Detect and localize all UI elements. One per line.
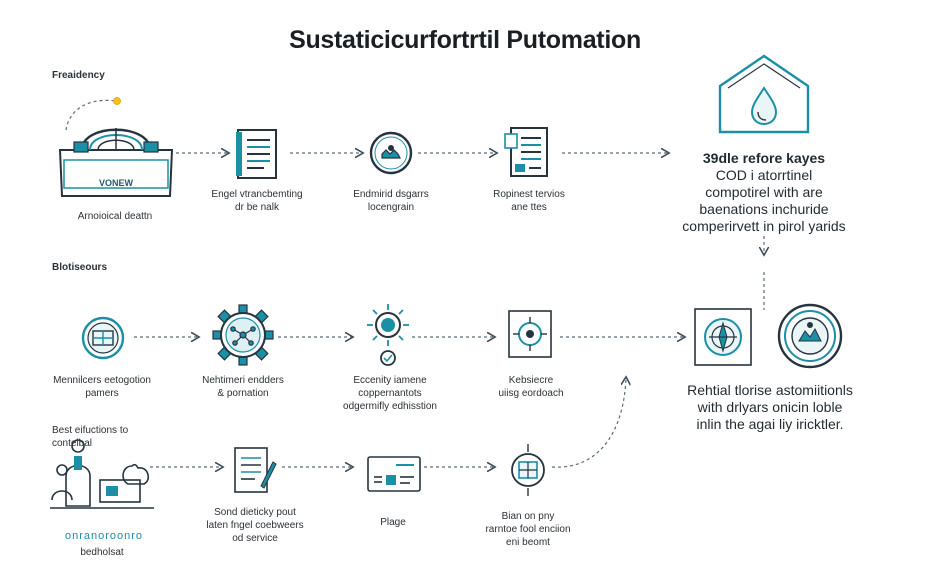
row2-summary-line: Rehtial tlorise astomiitionls [687,382,853,398]
globe-caption: Mennilcers eetogotion pamers [36,374,168,400]
connector-loop [65,99,116,131]
network-caption: Nehtimeri endders & pornation [180,374,306,400]
network-caption-line: & pornation [217,388,269,399]
sun-caption-line: Eccenity iamene [353,375,427,386]
section-label-top: Freaidency [52,70,105,81]
globe-caption-line: Mennilcers eetogotion [53,375,151,386]
seal-node[interactable] [776,302,844,370]
note-caption-line: Sond dieticky pout [214,507,296,518]
scan-caption-line: Kebsiecre [508,375,554,386]
people-node[interactable] [48,436,156,528]
gear-icon [369,131,413,175]
document-icon [236,129,277,179]
people-symbols: onranoroonro [64,530,144,542]
scan-caption: Kebsiecre uiisg eordoach [470,374,592,400]
cube-caption-line: Bian on pny [501,511,555,522]
cube-caption-line: eni beomt [506,537,550,548]
compass-box-icon [694,308,752,366]
gear-node[interactable] [366,128,416,178]
row1-summary-line: compotirel with are [705,184,823,200]
globe-caption-line: pamers [85,388,119,399]
report-icon [504,127,548,177]
row1-summary-line: comperirvett in pirol yarids [682,218,846,234]
gear-caption: Endmirid dsgarrs locengrain [330,188,452,214]
device-node[interactable] [52,108,180,198]
device-screen-text: VONEW [98,178,133,188]
network-caption-line: Nehtimeri endders [202,375,284,386]
id-card-icon [367,456,421,492]
row1-summary-heading: 39dle refore kayes [702,150,826,166]
row2-summary: Rehtial tlorise astomiitionls with drlya… [660,382,880,433]
house-droplet-icon [718,54,810,134]
network-gear-icon [212,304,274,366]
row2-summary-line: with drlyars onicin loble [697,399,843,415]
document-caption: Engel vtrancbemting dr be nalk [195,188,319,214]
sun-caption-line: coppernantots [358,388,422,399]
note-pencil-icon [234,447,277,493]
row1-summary-line: baenations inchuride [699,201,829,217]
row1-summary: 39dle refore kayes COD i atorrtinel comp… [660,150,868,235]
card-node[interactable] [366,454,422,494]
people-caption: bedholsat [80,547,124,558]
status-dot [113,97,121,105]
report-node[interactable] [500,122,556,180]
sun-node[interactable] [364,302,412,368]
note-node[interactable] [230,444,278,496]
note-caption-line: laten fngel coebweers [206,520,304,531]
report-caption-line: Ropinest tervios [493,189,565,200]
report-caption-line: ane ttes [511,202,547,213]
device-icon [58,128,174,197]
cube-caption-line: rarntoe fool enciion [485,524,571,535]
document-caption-line: dr be nalk [235,202,279,213]
note-caption: Sond dieticky pout laten fngel coebweers… [196,506,314,545]
card-caption: Plage [380,517,406,528]
cube-node-icon [511,444,545,496]
scan-node[interactable] [504,306,556,362]
document-caption-line: Engel vtrancbemting [211,189,303,200]
gear-caption-line: locengrain [367,202,415,213]
cube-node[interactable] [504,442,552,498]
connector-row3-curve [551,378,626,468]
section-label-middle: Blotiseours [52,262,108,273]
sun-caption: Eccenity iamene coppernantots odgermifly… [326,374,454,413]
document-node[interactable] [232,126,282,182]
globe-node[interactable] [78,314,128,362]
seal-badge-icon [777,303,843,369]
device-caption: Arnoioical deattn [77,211,153,222]
page-title: Sustaticicurfortrtil Putomation [289,26,641,54]
compass-box-node[interactable] [692,306,754,368]
report-caption: Ropinest tervios ane ttes [470,188,588,214]
sun-caption-line: odgermifly edhisstion [343,401,437,412]
note-caption-line: od service [232,533,278,544]
people-lab-icon [50,439,154,509]
house-node[interactable] [714,52,814,134]
gear-caption-line: Endmirid dsgarrs [353,189,429,200]
section-label-bottom-line: Best eifuctions to [52,425,129,436]
globe-grid-icon [81,316,125,360]
row2-summary-line: inlin the agai liy iricktler. [696,416,844,432]
scan-caption-line: uiisg eordoach [498,388,564,399]
scan-target-icon [508,310,552,358]
network-gear-node[interactable] [210,302,276,368]
cube-caption: Bian on pny rarntoe fool enciion eni beo… [464,510,592,549]
row1-summary-line: COD i atorrtinel [715,167,813,183]
sun-bulb-icon [367,304,409,366]
